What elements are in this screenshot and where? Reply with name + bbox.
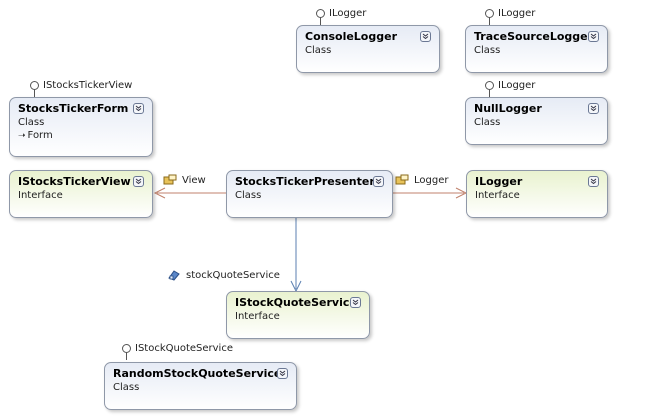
expand-chevron-icon[interactable] <box>350 297 361 308</box>
lollipop-label: ILogger <box>498 80 536 91</box>
box-kind: Class <box>474 45 501 56</box>
view-association-arrowhead <box>153 187 166 199</box>
lollipop-label: ILogger <box>498 8 536 19</box>
base-class-name: Form <box>27 130 53 141</box>
box-title: StocksTickerPresenter <box>235 175 375 188</box>
association-name: View <box>182 174 206 186</box>
lollipop-label: IStockQuoteService <box>135 343 233 354</box>
null-logger-interface-lollipop: ILogger <box>485 80 536 97</box>
trace-source-logger-class-box[interactable]: TraceSourceLogger Class <box>465 25 608 73</box>
lollipop-stem <box>489 17 490 25</box>
lollipop-stem <box>34 89 35 97</box>
istocks-ticker-view-interface-box[interactable]: IStocksTickerView Interface <box>9 170 153 218</box>
random-stock-quote-service-class-box[interactable]: RandomStockQuoteService Class <box>104 362 297 410</box>
expand-chevron-icon[interactable] <box>133 176 144 187</box>
box-title: NullLogger <box>474 102 542 115</box>
field-icon <box>168 270 180 281</box>
box-title: IStockQuoteService <box>235 296 357 309</box>
lollipop-label: ILogger <box>329 8 367 19</box>
expand-chevron-icon[interactable] <box>420 31 431 42</box>
association-name: stockQuoteService <box>186 269 280 281</box>
stocks-ticker-presenter-class-box[interactable]: StocksTickerPresenter Class <box>226 170 393 218</box>
box-kind: Class <box>18 117 45 128</box>
ilogger-interface-box[interactable]: ILogger Interface <box>466 170 608 218</box>
expand-chevron-icon[interactable] <box>373 176 384 187</box>
box-kind: Interface <box>18 190 63 201</box>
expand-chevron-icon[interactable] <box>133 103 144 114</box>
logger-association-arrowhead <box>455 187 468 199</box>
lollipop-stem <box>126 352 127 360</box>
property-icon <box>395 174 409 185</box>
box-kind: Class <box>305 45 332 56</box>
box-title: RandomStockQuoteService <box>113 367 282 380</box>
trace-logger-interface-lollipop: ILogger <box>485 8 536 25</box>
lollipop-stem <box>320 17 321 25</box>
association-name: Logger <box>414 174 449 186</box>
stocks-ticker-form-class-box[interactable]: StocksTickerForm Class ➝Form <box>9 97 153 157</box>
base-class-line: ➝Form <box>18 129 144 143</box>
lollipop-stem <box>489 89 490 97</box>
property-icon <box>163 174 177 185</box>
istock-quote-service-interface-box[interactable]: IStockQuoteService Interface <box>226 291 370 339</box>
box-kind: Interface <box>475 190 520 201</box>
console-logger-class-box[interactable]: ConsoleLogger Class <box>296 25 440 73</box>
inheritance-arrow-icon: ➝ <box>18 131 26 141</box>
box-title: ILogger <box>475 175 523 188</box>
lollipop-label: IStocksTickerView <box>43 80 133 91</box>
box-kind: Class <box>474 117 501 128</box>
console-logger-interface-lollipop: ILogger <box>316 8 367 25</box>
random-service-interface-lollipop: IStockQuoteService <box>122 343 233 360</box>
null-logger-class-box[interactable]: NullLogger Class <box>465 97 608 145</box>
box-title: IStocksTickerView <box>18 175 131 188</box>
box-kind: Class <box>113 382 140 393</box>
expand-chevron-icon[interactable] <box>588 31 599 42</box>
box-kind: Interface <box>235 311 280 322</box>
service-association-arrowhead <box>290 280 302 293</box>
box-title: StocksTickerForm <box>18 102 129 115</box>
expand-chevron-icon[interactable] <box>277 368 288 379</box>
box-kind: Class <box>235 190 262 201</box>
box-title: TraceSourceLogger <box>474 30 594 43</box>
ticker-form-interface-lollipop: IStocksTickerView <box>30 80 133 97</box>
stock-quote-service-association-label[interactable]: stockQuoteService <box>167 269 280 281</box>
box-title: ConsoleLogger <box>305 30 397 43</box>
expand-chevron-icon[interactable] <box>588 176 599 187</box>
expand-chevron-icon[interactable] <box>588 103 599 114</box>
logger-association-label[interactable]: Logger <box>395 174 448 186</box>
view-association-label[interactable]: View <box>163 174 206 186</box>
